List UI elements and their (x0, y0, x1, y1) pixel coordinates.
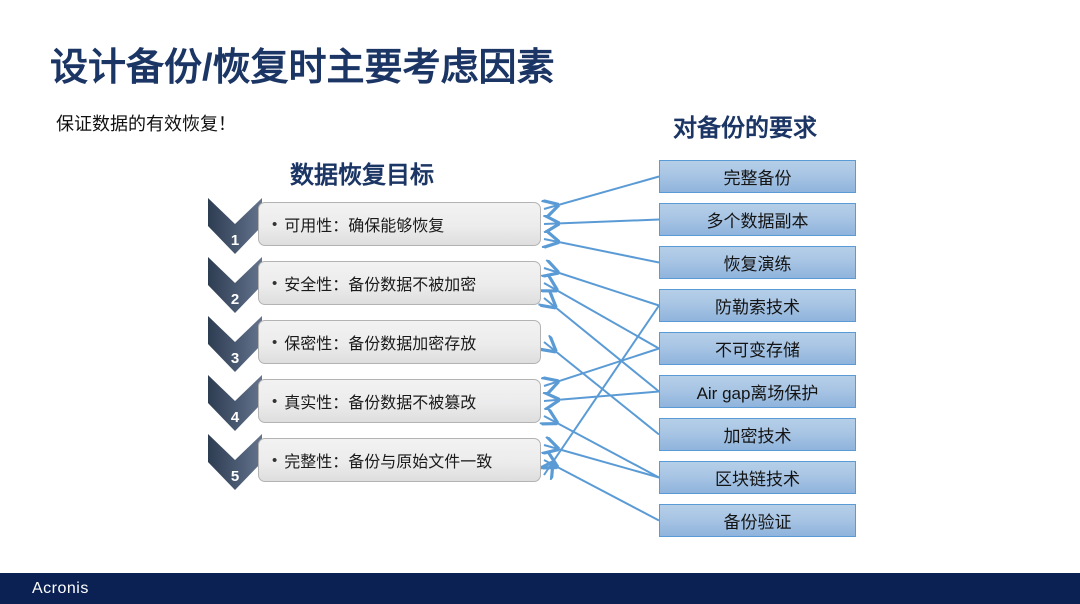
goal-box[interactable]: • 安全性：备份数据不被加密 (258, 261, 541, 305)
requirements-column-heading: 对备份的要求 (673, 115, 817, 142)
connector-arrow (544, 416, 660, 479)
chevron-step-icon (208, 434, 262, 506)
requirement-box[interactable]: 多个数据副本 (659, 203, 856, 236)
goal-label: 真实性：备份数据不被篡改 (284, 395, 477, 412)
requirement-label: 加密技术 (723, 427, 792, 446)
connector-arrow (544, 298, 660, 393)
chevron-step-icon (208, 198, 262, 270)
chevron-step-icon (208, 257, 262, 329)
goal-box[interactable]: • 完整性：备份与原始文件一致 (258, 438, 541, 482)
bullet-icon: • (272, 451, 278, 469)
connector-arrow (544, 175, 660, 210)
requirement-label: 恢复演练 (723, 255, 792, 274)
connector-arrow (544, 304, 660, 476)
goal-box[interactable]: • 真实性：备份数据不被篡改 (258, 379, 541, 423)
requirement-label: 备份验证 (723, 513, 792, 532)
goal-row[interactable]: 4 • 真实性：备份数据不被篡改 (208, 375, 548, 434)
connector-arrow (544, 445, 660, 479)
chevron-step-icon (208, 316, 262, 388)
page-title: 设计备份/恢复时主要考虑因素 (50, 47, 555, 89)
goals-column-heading: 数据恢复目标 (290, 162, 434, 189)
requirement-label: 不可变存储 (715, 341, 800, 360)
connector-arrow (544, 460, 660, 522)
requirement-box[interactable]: 加密技术 (659, 418, 856, 451)
requirement-box[interactable]: 区块链技术 (659, 461, 856, 494)
goal-row[interactable]: 2 • 安全性：备份数据不被加密 (208, 257, 548, 316)
requirement-label: 区块链技术 (715, 470, 800, 489)
bullet-icon: • (272, 333, 278, 351)
data-recovery-goals-list: 1 • 可用性：确保能够恢复 2 • 安全性：备份数据不被加密 (208, 198, 548, 518)
requirement-box[interactable]: 防勒索技术 (659, 289, 856, 322)
goal-row[interactable]: 3 • 保密性：备份数据加密存放 (208, 316, 548, 375)
slide-subtitle: 保证数据的有效恢复！ (56, 114, 236, 134)
footer-bar (0, 573, 1080, 604)
goal-row[interactable]: 1 • 可用性：确保能够恢复 (208, 198, 548, 257)
requirement-box[interactable]: 不可变存储 (659, 332, 856, 365)
requirement-label: 完整备份 (723, 169, 792, 188)
connector-arrow (544, 283, 660, 350)
bullet-icon: • (272, 215, 278, 233)
connector-arrow (544, 390, 660, 402)
bullet-icon: • (272, 274, 278, 292)
connector-arrow (544, 268, 660, 307)
connector-arrow (544, 347, 660, 387)
connector-arrow (544, 220, 660, 225)
goal-label: 保密性：备份数据加密存放 (284, 336, 477, 353)
goal-label: 安全性：备份数据不被加密 (284, 277, 477, 294)
requirement-box[interactable]: 完整备份 (659, 160, 856, 193)
requirement-box[interactable]: 备份验证 (659, 504, 856, 537)
chevron-step-icon (208, 375, 262, 447)
connector-arrow (544, 342, 660, 436)
acronis-logo: Acronis (32, 580, 89, 597)
requirement-label: 防勒索技术 (715, 298, 800, 317)
goal-label: 完整性：备份与原始文件一致 (284, 454, 493, 471)
goal-label: 可用性：确保能够恢复 (284, 218, 445, 235)
requirement-box[interactable]: Air gap离场保护 (659, 375, 856, 408)
goal-row[interactable]: 5 • 完整性：备份与原始文件一致 (208, 434, 548, 493)
goal-box[interactable]: • 保密性：备份数据加密存放 (258, 320, 541, 364)
connector-arrow (544, 239, 660, 264)
requirement-box[interactable]: 恢复演练 (659, 246, 856, 279)
requirement-label: 多个数据副本 (706, 212, 809, 231)
bullet-icon: • (272, 392, 278, 410)
requirement-label: Air gap离场保护 (696, 384, 819, 403)
goal-box[interactable]: • 可用性：确保能够恢复 (258, 202, 541, 246)
